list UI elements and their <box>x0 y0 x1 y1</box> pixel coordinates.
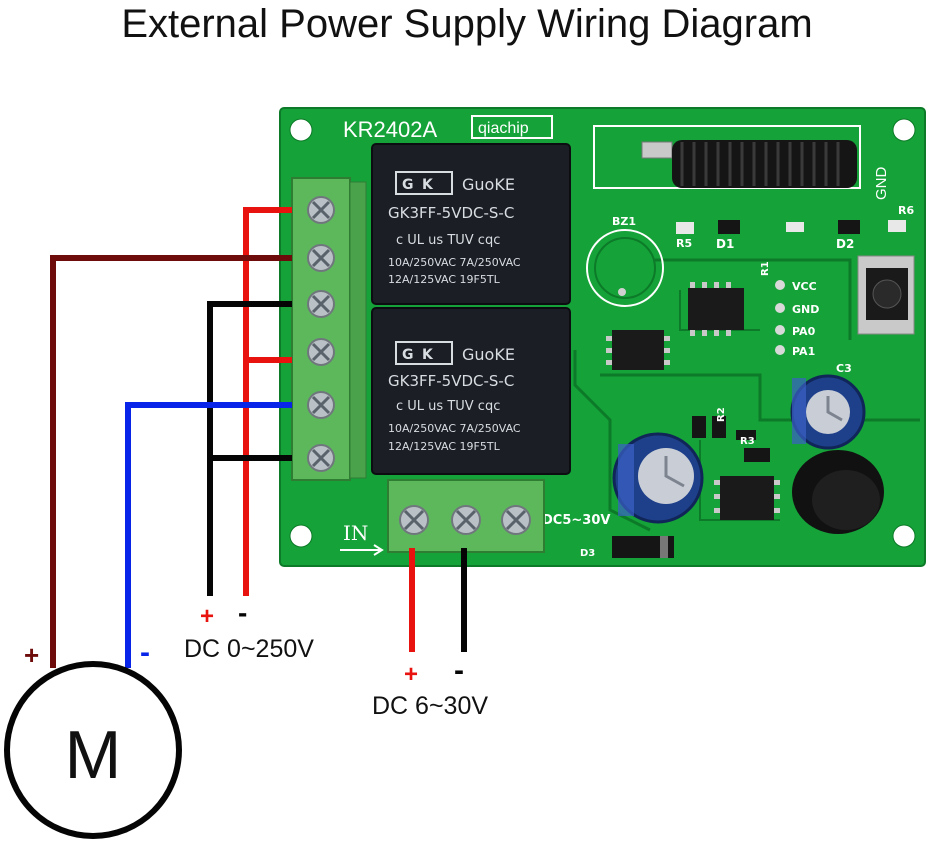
board-brand: qiachip <box>478 120 529 137</box>
load-plus-sign: + <box>200 603 214 630</box>
wire-red-load <box>243 207 292 596</box>
motor-minus-sign: - <box>140 636 150 669</box>
relay-bottom-model: GK3FF-5VDC-S-C <box>388 372 514 390</box>
relay-top-brand: GuoKE <box>462 175 515 194</box>
relay-top-rating2: 12A/125VAC 19F5TL <box>388 273 501 286</box>
label-r5: R5 <box>676 237 692 250</box>
label-d2: D2 <box>836 237 854 251</box>
relay-bottom-marks: c UL us TUV cqc <box>396 399 500 414</box>
relay-top: G K GuoKE GK3FF-5VDC-S-C c UL us TUV cqc… <box>371 143 571 305</box>
wire-brown-motor <box>50 255 292 668</box>
terminal-block-output <box>291 177 367 481</box>
module-plus-sign: + <box>404 661 418 688</box>
svg-text:G: G <box>402 347 414 363</box>
module-minus-sign: - <box>454 654 464 687</box>
terminal-screws <box>307 196 531 535</box>
relay-bottom-rating1: 10A/250VAC 7A/250VAC <box>388 422 521 435</box>
capacitor-small <box>790 374 866 450</box>
pin-gnd: GND <box>792 303 819 316</box>
label-r1: R1 <box>760 261 771 276</box>
relay-bottom-rating2: 12A/125VAC 19F5TL <box>388 440 501 453</box>
gnd-label: GND <box>873 167 890 201</box>
motor-label: M <box>65 717 122 793</box>
svg-text:K: K <box>422 347 434 363</box>
svg-text:K: K <box>422 177 434 193</box>
board-model: KR2402A <box>343 117 438 142</box>
in-label: IN <box>343 521 368 545</box>
relay-top-marks: c UL us TUV cqc <box>396 233 500 248</box>
module-supply-label: DC 6~30V <box>372 692 488 720</box>
capacitor-large <box>612 432 704 524</box>
diagram-title: External Power Supply Wiring Diagram <box>121 2 813 46</box>
relay-bottom-brand: GuoKE <box>462 345 515 364</box>
inductor <box>792 450 884 534</box>
wire-blue-motor <box>125 402 292 668</box>
label-d1: D1 <box>716 237 734 251</box>
learn-button <box>857 255 915 335</box>
label-d3: D3 <box>580 548 595 559</box>
antenna-coil <box>672 140 857 188</box>
label-r3: R3 <box>740 436 755 447</box>
wires <box>50 207 467 668</box>
pin-pa1: PA1 <box>792 345 815 358</box>
relay-bottom: G K GuoKE GK3FF-5VDC-S-C c UL us TUV cqc… <box>371 307 571 475</box>
relay-top-rating1: 10A/250VAC 7A/250VAC <box>388 256 521 269</box>
buzzer: BZ1 <box>586 215 664 307</box>
pin-pa0: PA0 <box>792 325 816 338</box>
motor-plus-sign: + <box>24 640 39 670</box>
load-minus-sign: - <box>238 597 247 628</box>
relay-top-model: GK3FF-5VDC-S-C <box>388 204 514 222</box>
label-r2: R2 <box>716 407 727 422</box>
header-pins: VCC GND PA0 PA1 <box>775 280 819 358</box>
load-supply-label: DC 0~250V <box>184 635 314 663</box>
dc-input-silk: DC5~30V <box>542 513 610 528</box>
svg-text:G: G <box>402 177 414 193</box>
buzzer-label: BZ1 <box>612 215 636 228</box>
wire-black-load <box>207 301 292 596</box>
label-c3: C3 <box>836 362 852 375</box>
pin-vcc: VCC <box>792 280 817 293</box>
motor: M <box>4 661 182 839</box>
label-r6: R6 <box>898 204 914 217</box>
